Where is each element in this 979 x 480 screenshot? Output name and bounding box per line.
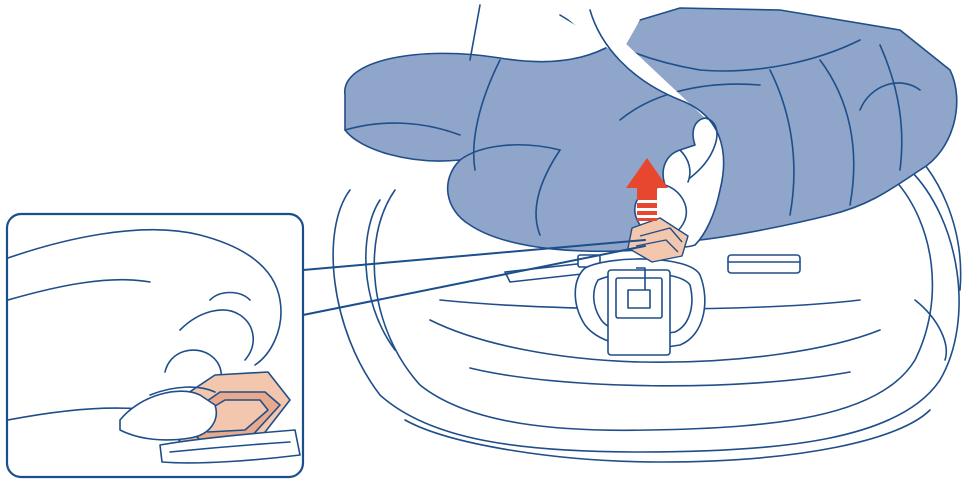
detail-inset	[7, 214, 303, 477]
buckle-icon	[575, 259, 705, 355]
